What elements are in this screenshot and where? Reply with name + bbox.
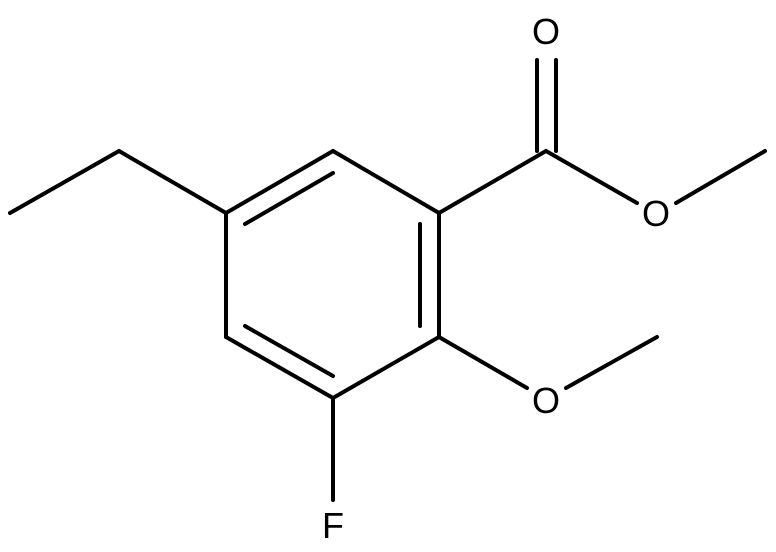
bond-ring-ether-o — [437, 335, 529, 390]
bond-ester-o-methyl — [674, 149, 767, 205]
bond-ring-5 — [224, 335, 335, 400]
bond-ring-1-inner — [243, 171, 335, 226]
carbonyl-oxygen-label: O — [532, 11, 560, 52]
bond-ether-o-methyl — [564, 335, 659, 390]
bond-ring-4 — [331, 335, 441, 400]
bond-ring-5-inner — [243, 324, 335, 378]
ether-oxygen-label: O — [532, 380, 560, 421]
bond-ethyl-ch3-ch2 — [8, 149, 121, 215]
bond-ring-1 — [224, 149, 335, 215]
ester-oxygen-label: O — [642, 193, 670, 234]
bond-ring-2 — [331, 149, 441, 215]
fluorine-label: F — [322, 505, 344, 546]
bond-carbonyl-c-ester-o — [544, 149, 639, 205]
bond-ethyl-ch2-ring — [117, 149, 228, 215]
bond-ring-carbonyl-c — [437, 149, 548, 215]
